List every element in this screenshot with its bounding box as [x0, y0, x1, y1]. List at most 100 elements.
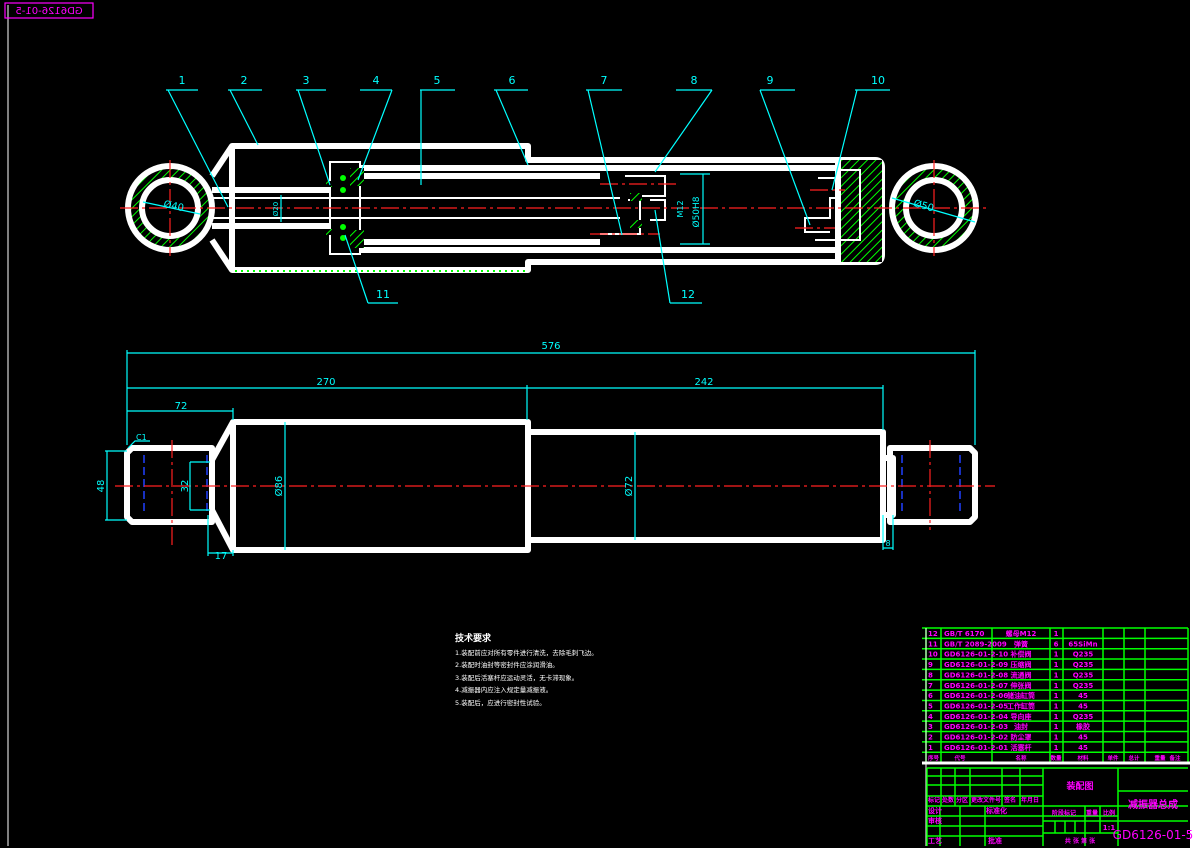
leader-line [831, 89, 890, 191]
bom-material: Q235 [1073, 671, 1094, 679]
bom-material: 45 [1078, 744, 1088, 752]
scale-label: 比例 [1103, 809, 1115, 817]
bom-qty: 1 [1054, 682, 1059, 690]
bom-code: GB/T 2089-2009 [944, 640, 1007, 648]
scale-value: 1:1 [1103, 824, 1116, 832]
balloon-number: 4 [373, 74, 380, 87]
bom-qty: 1 [1054, 734, 1059, 742]
bom-code: GD6126-01-2-08 [944, 671, 1008, 679]
drawing-number: GD6126-01-5 [1113, 828, 1193, 842]
bom-name: 伸张阀 [1010, 681, 1032, 690]
bom-no: 9 [928, 661, 933, 669]
balloon-7: 7 [586, 74, 623, 236]
bom-no: 3 [928, 723, 933, 731]
tech-req-item: 5.装配后，应进行密封性试验。 [455, 698, 546, 707]
mirrored-drawing-number: GD6126-01-5 [15, 6, 82, 17]
tech-req-item: 1.装配前应对所有零件进行清洗，去除毛刺飞边。 [455, 648, 598, 657]
rev-header: 签名 [1003, 796, 1016, 804]
bom-header: 代号 [953, 754, 966, 762]
bom-no: 7 [928, 682, 933, 690]
balloon-number: 7 [601, 74, 608, 87]
bom-qty: 1 [1054, 744, 1059, 752]
tech-req-title: 技术要求 [455, 632, 492, 644]
role-review: 审核 [928, 816, 942, 825]
bom-code: GD6126-01-2-01 [944, 744, 1008, 752]
tech-req-item: 3.装配后活塞杆应运动灵活，无卡滞现象。 [455, 673, 578, 682]
bom-code: GD6126-01-2-04 [944, 713, 1008, 721]
leader-line [586, 89, 623, 236]
dim-right-eye: Ø50 [912, 197, 935, 214]
balloon-number: 2 [241, 74, 248, 87]
bom-name: 弹簧 [1014, 639, 1028, 648]
balloon-5: 5 [420, 74, 455, 185]
leader-line [420, 89, 455, 185]
sheet-count: 共 张 第 张 [1065, 837, 1096, 845]
balloon-11: 11 [344, 234, 398, 304]
mirrored-number-box: GD6126-01-5 [4, 2, 94, 19]
balloon-2: 2 [228, 74, 262, 146]
dim-overall-length: 576 [541, 341, 560, 352]
bom-qty: 1 [1054, 723, 1059, 731]
role-design: 设计 [928, 806, 942, 815]
bom-name: 工作缸筒 [1007, 701, 1035, 710]
approve-label: 批准 [988, 836, 1002, 845]
bom-no: 12 [928, 630, 938, 638]
bom-material: Q235 [1073, 682, 1094, 690]
bom-header: 备注 [1168, 754, 1181, 762]
dim-cone-length: 17 [215, 551, 228, 562]
bom-no: 2 [928, 734, 933, 742]
dim-body-length: 270 [316, 377, 335, 388]
section-view: Ø40 Ø50 Ø50H8 M12 Ø20 [120, 143, 990, 273]
dim-left-eye: Ø40 [162, 198, 185, 214]
outline-view: 576 270 242 72 48 32 Ø86 Ø72 17 8 C1 [96, 341, 995, 562]
bom-material: Q235 [1073, 713, 1094, 721]
rev-header: 分区 [956, 796, 968, 804]
balloon-number: 5 [434, 74, 441, 87]
dim-step: 8 [885, 539, 890, 548]
bom-code: GD6126-01-2-06 [944, 692, 1008, 700]
balloon-6: 6 [494, 74, 529, 166]
bom-header: 材料 [1077, 754, 1089, 762]
bom-qty: 6 [1054, 640, 1059, 648]
balloon-number: 3 [303, 74, 310, 87]
title-block: 标记 处数 分区 更改文件号 签名 年月日 设计 审核 工艺 标准化 批准 装配… [922, 761, 1193, 846]
bom-material: 45 [1078, 734, 1088, 742]
dim-thread: M12 [676, 200, 685, 217]
bom-name: 压缩阀 [1011, 660, 1032, 669]
stage-mark-label: 阶段标记 [1052, 809, 1076, 817]
leader-line [357, 89, 393, 181]
weight-label: 重量 [1086, 809, 1098, 817]
bom-code: GD6126-01-2-09 [944, 661, 1008, 669]
rev-header: 年月日 [1021, 796, 1039, 804]
bom-name: 流通阀 [1011, 670, 1032, 679]
bom-header: 数量 [1050, 754, 1062, 762]
balloon-1: 1 [166, 74, 229, 208]
leader-line [759, 89, 811, 226]
bom-header: 总计 [1128, 754, 1140, 762]
dim-end-diameter: 48 [96, 480, 107, 493]
standardization-label: 标准化 [985, 806, 1007, 815]
dim-inner-diameter: 32 [180, 480, 191, 493]
bom-material: Q235 [1073, 661, 1094, 669]
leader-line [654, 89, 713, 173]
bom-name: 螺母M12 [1006, 629, 1037, 638]
bom-header: 重量 [1154, 754, 1166, 762]
bom-no: 1 [928, 744, 933, 752]
balloon-number: 8 [691, 74, 698, 87]
balloon-number: 6 [509, 74, 516, 87]
bom-material: 65SiMn [1068, 640, 1097, 648]
balloon-12: 12 [654, 209, 702, 304]
dim-tube-length: 242 [694, 377, 713, 388]
technical-requirements: 技术要求 1.装配前应对所有零件进行清洗，去除毛刺飞边。 2.装配时油封等密封件… [455, 632, 598, 707]
dim-body-diameter: Ø86 [273, 476, 285, 497]
leader-line [296, 89, 331, 186]
